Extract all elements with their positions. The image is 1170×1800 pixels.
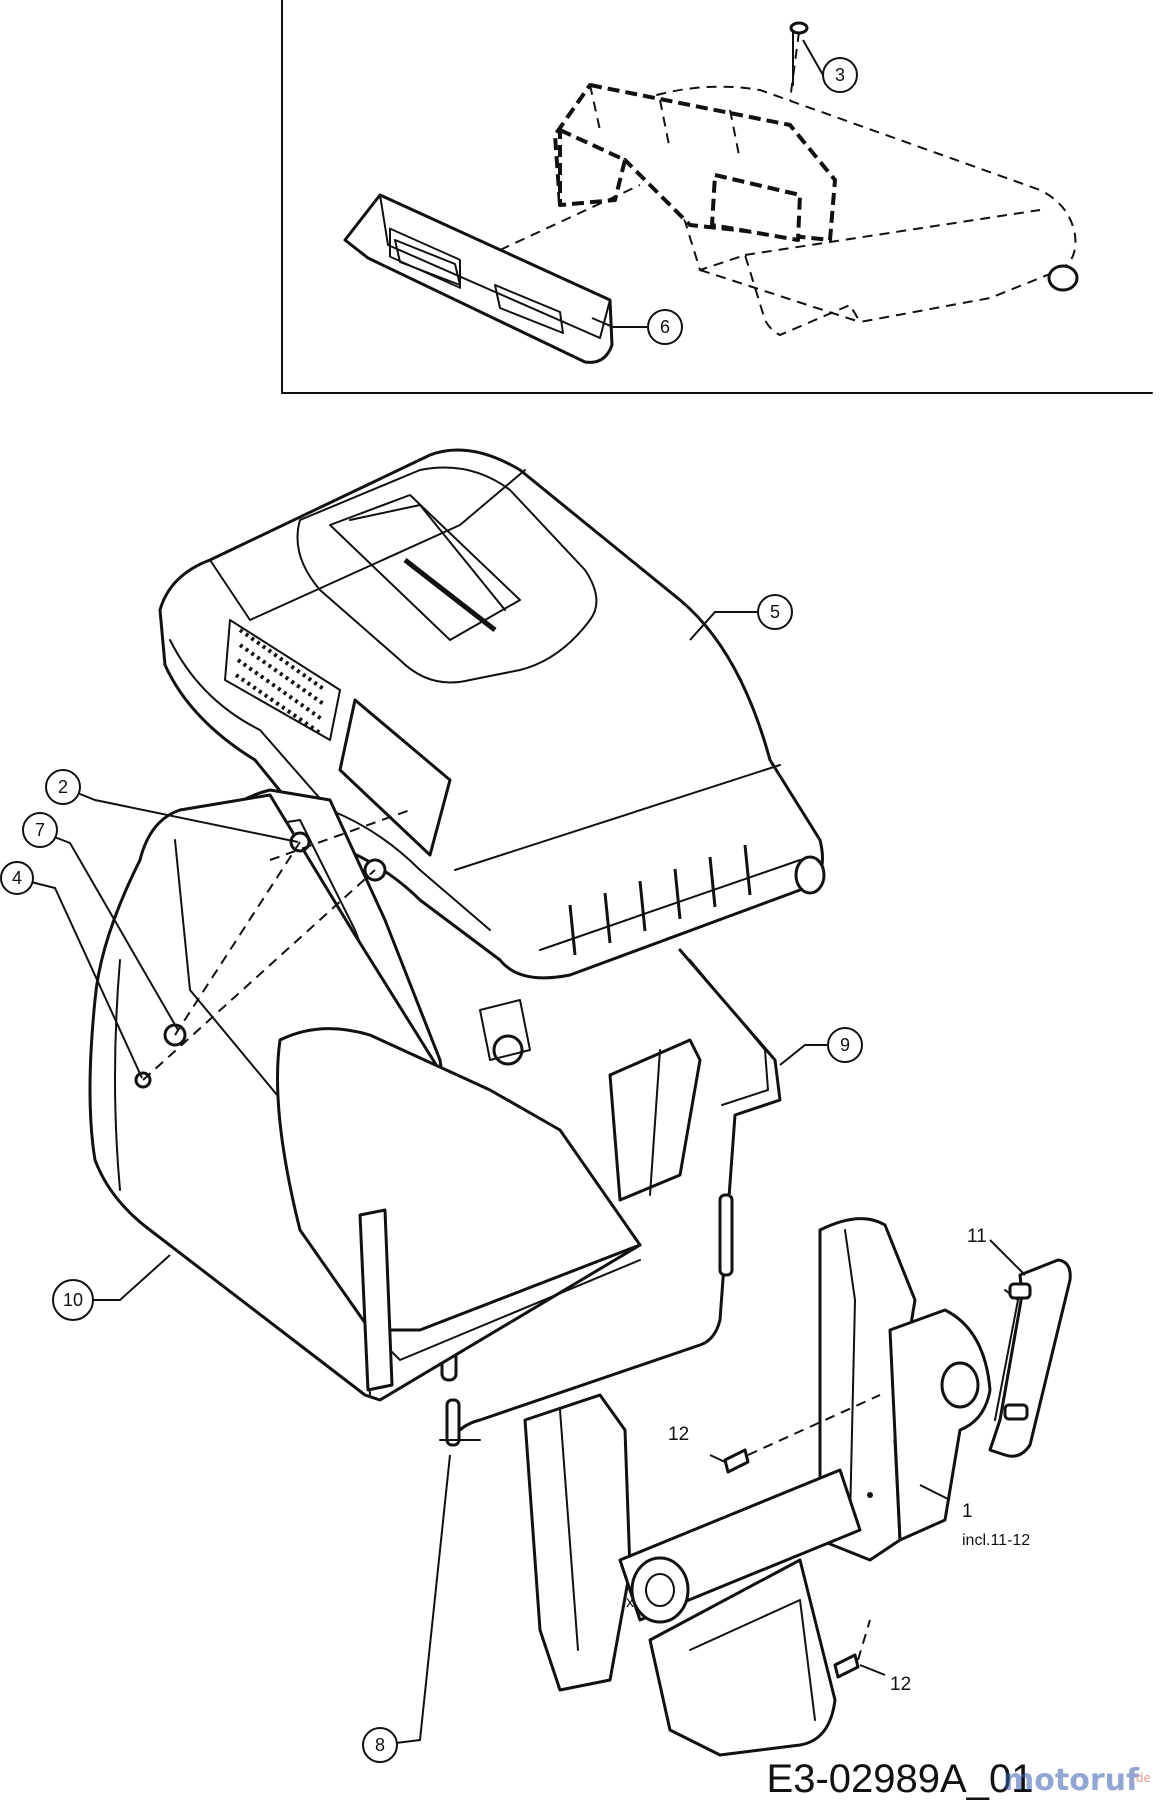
watermark-suffix: .de xyxy=(1132,1771,1151,1785)
callout-5: 5 xyxy=(757,594,793,630)
label-part-11: 11 xyxy=(967,1226,987,1247)
label-part-1-note: incl.11-12 xyxy=(962,1532,1030,1549)
watermark-logo: motoruf .de xyxy=(1003,1763,1151,1798)
callout-8: 8 xyxy=(362,1727,398,1763)
callout-5-label: 5 xyxy=(770,602,780,622)
callout-2: 2 xyxy=(45,769,81,805)
callout-4-label: 4 xyxy=(12,868,22,888)
screw-part-3 xyxy=(789,21,809,101)
callout-7-label: 7 xyxy=(35,820,45,840)
frame-chute xyxy=(648,1558,837,1757)
lid-part-5 xyxy=(158,448,826,1066)
frame-pivot-hole-right xyxy=(940,1361,980,1409)
callout-6-label: 6 xyxy=(660,317,670,337)
screw-part-12-upper xyxy=(723,1394,881,1474)
inset-cover-outline xyxy=(638,85,1077,337)
watermark-brand: motoruf xyxy=(1003,1763,1140,1798)
lid-window xyxy=(338,698,452,857)
bag-part-10 xyxy=(88,793,702,1402)
label-part-1: 1 xyxy=(962,1501,973,1522)
callout-4: 4 xyxy=(0,861,34,895)
inset-detail xyxy=(281,0,1153,394)
flap-part-6 xyxy=(343,184,641,364)
svg-text:x: x xyxy=(626,1594,634,1611)
inset-frame xyxy=(281,0,1153,394)
callout-10: 10 xyxy=(52,1279,94,1321)
frame-pivot-hole-left xyxy=(630,1556,690,1624)
callout-7: 7 xyxy=(22,812,58,848)
screw-part-12-lower xyxy=(833,1619,871,1679)
label-part-12-upper: 12 xyxy=(668,1424,689,1445)
callout-3-label: 3 xyxy=(835,65,845,85)
lid-hinge-left xyxy=(492,1034,524,1066)
frame-part-1: x xyxy=(523,1217,992,1757)
callout-9: 9 xyxy=(827,1027,863,1063)
lid-vent-grid xyxy=(224,619,341,741)
callout-2-label: 2 xyxy=(58,777,68,797)
label-part-12-lower: 12 xyxy=(890,1674,911,1695)
callout-9-label: 9 xyxy=(840,1035,850,1055)
callout-6: 6 xyxy=(647,309,683,345)
handle-part-11 xyxy=(988,1258,1072,1458)
callout-8-label: 8 xyxy=(375,1735,385,1755)
lid-handle-recess xyxy=(296,466,598,684)
inset-outlet-ring xyxy=(1047,264,1079,292)
drawing-code: E3-02989A_01 xyxy=(767,1757,1034,1800)
lid-hinge-right xyxy=(794,855,826,895)
callout-10-label: 10 xyxy=(63,1290,83,1310)
callout-3: 3 xyxy=(822,57,858,93)
